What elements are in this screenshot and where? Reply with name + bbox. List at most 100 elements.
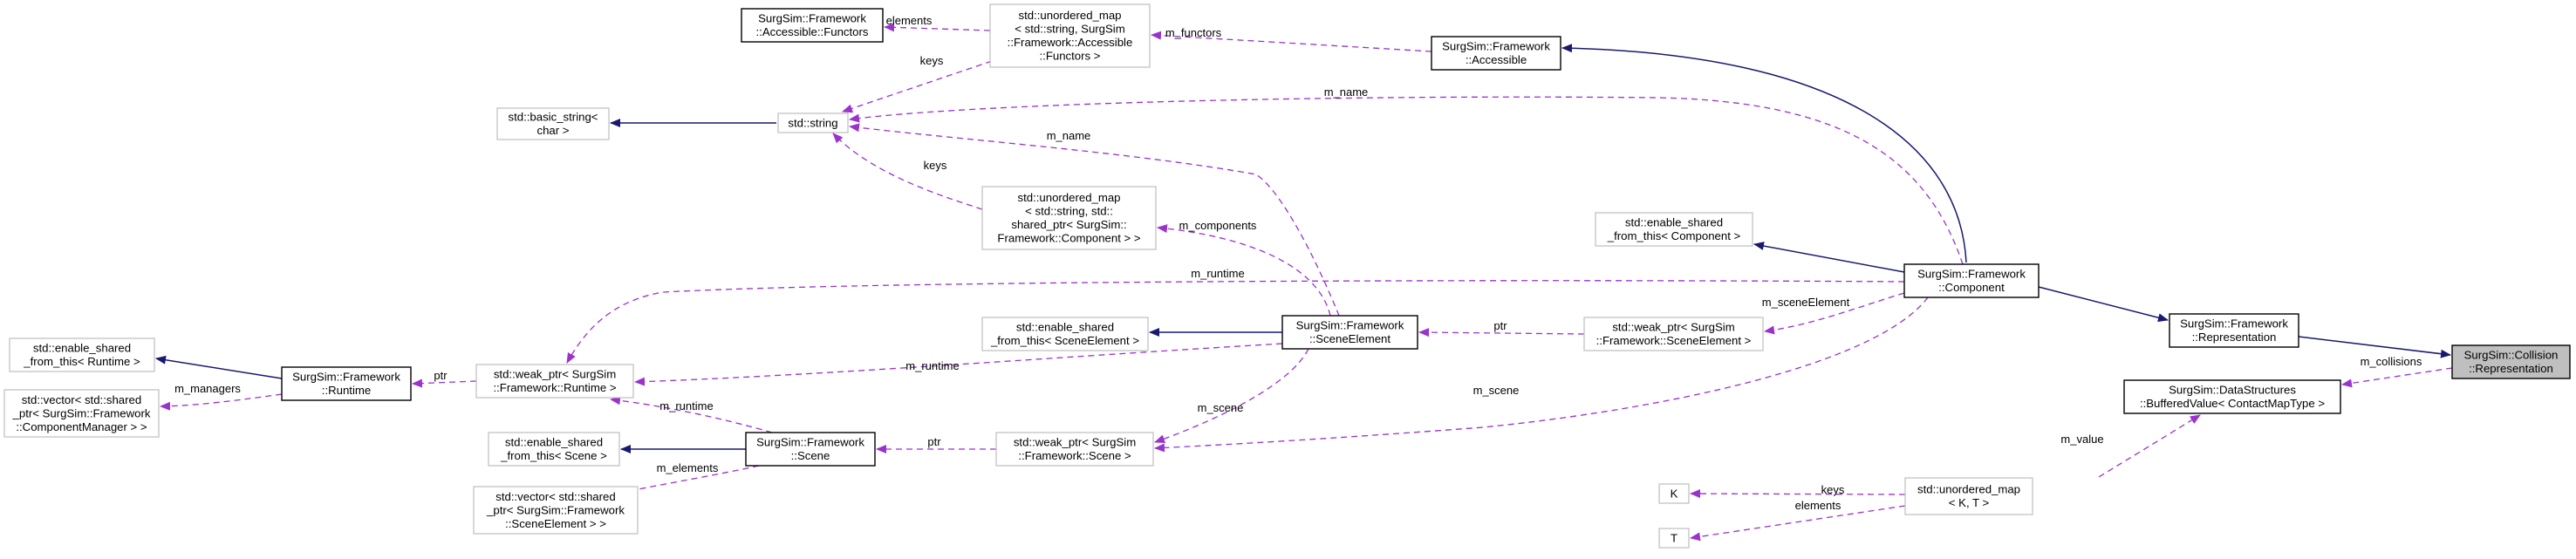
edge-e-m-scene-element: m_sceneElement xyxy=(1762,292,1905,335)
node-label-line: ::Functors > xyxy=(1040,50,1101,63)
node-label-line: std::unordered_map xyxy=(1018,9,1121,22)
node-basic-string[interactable]: std::basic_string<char > xyxy=(496,107,610,140)
usage-arrow-e-elements-t xyxy=(1690,505,1906,542)
node-functors[interactable]: SurgSim::Framework::Accessible::Functors xyxy=(741,8,884,43)
node-collision-rep[interactable]: SurgSim::Collision::Representation xyxy=(2451,344,2571,379)
node-label-line: SurgSim::Framework xyxy=(1296,319,1404,332)
node-box[interactable] xyxy=(1658,528,1690,549)
node-box[interactable] xyxy=(989,3,1151,68)
node-fw-rep[interactable]: SurgSim::Framework::Representation xyxy=(2169,313,2299,348)
node-box[interactable] xyxy=(475,364,634,399)
edge-e-m-functors: m_functors xyxy=(1151,26,1432,52)
node-box[interactable] xyxy=(981,317,1149,351)
node-box[interactable] xyxy=(981,186,1157,250)
edge-label: keys xyxy=(924,159,947,172)
node-label-line: std::vector< std::shared xyxy=(495,490,615,503)
node-label-line: _from_this< SceneElement > xyxy=(990,334,1139,347)
node-box[interactable] xyxy=(1904,477,2033,515)
node-label-line: ::Framework::Runtime > xyxy=(493,381,616,394)
node-scene[interactable]: SurgSim::Framework::Scene xyxy=(745,432,876,467)
edge-e-elements-functors: elements xyxy=(884,14,991,32)
edge-label: m_collisions xyxy=(2361,355,2422,368)
node-box[interactable] xyxy=(473,486,639,535)
node-box[interactable] xyxy=(745,432,876,467)
node-vector-elements[interactable]: std::vector< std::shared_ptr< SurgSim::F… xyxy=(473,486,639,535)
edge-e-ptr-runtime: ptr xyxy=(412,369,477,388)
node-label-line: SurgSim::Framework xyxy=(292,371,400,384)
node-label-line: ::Scene xyxy=(791,449,830,462)
node-map-components[interactable]: std::unordered_map< std::string, std::sh… xyxy=(981,186,1157,250)
edge-e-comp-fwrep xyxy=(2038,286,2169,323)
node-esft-component[interactable]: std::enable_shared_from_this< Component … xyxy=(1595,212,1753,247)
edge-e-acc-comp xyxy=(1561,44,1967,263)
edge-e-m-collisions: m_collisions xyxy=(2341,355,2453,388)
node-label-line: std::weak_ptr< SurgSim xyxy=(494,368,616,381)
node-box[interactable] xyxy=(281,366,412,401)
node-runtime[interactable]: SurgSim::Framework::Runtime xyxy=(281,366,412,401)
node-label-line: ::Accessible::Functors xyxy=(756,25,869,38)
node-esft-scene[interactable]: std::enable_shared_from_this< Scene > xyxy=(488,432,620,467)
node-box[interactable] xyxy=(777,112,849,133)
edge-label: m_name xyxy=(1324,85,1369,99)
edge-e-fwrep-colrep xyxy=(2298,336,2451,358)
inheritance-arrow-e-comp-fwrep xyxy=(2038,286,2169,323)
node-box[interactable] xyxy=(9,337,155,372)
node-box[interactable] xyxy=(1595,212,1753,247)
node-label-line: Framework::Component > > xyxy=(997,232,1140,245)
node-esft-scene-element[interactable]: std::enable_shared_from_this< SceneEleme… xyxy=(981,317,1149,351)
node-map-functors[interactable]: std::unordered_map< std::string, SurgSim… xyxy=(989,3,1151,68)
node-k[interactable]: K xyxy=(1658,483,1690,504)
usage-arrow-e-m-value xyxy=(2098,414,2201,478)
node-box[interactable] xyxy=(488,432,620,467)
edge-e-m-name-se: m_name xyxy=(849,123,1340,317)
node-box[interactable] xyxy=(1658,483,1690,504)
edge-e-elements-t: elements xyxy=(1690,499,1906,542)
edge-layer: m_collisions m_value keys elements m_functor… xyxy=(155,14,2453,542)
node-box[interactable] xyxy=(1583,317,1764,351)
node-esft-runtime[interactable]: std::enable_shared_from_this< Runtime > xyxy=(9,337,155,372)
node-t[interactable]: T xyxy=(1658,528,1690,549)
inheritance-arrow-e-acc-comp xyxy=(1561,44,1967,263)
node-box[interactable] xyxy=(3,389,160,438)
node-box[interactable] xyxy=(741,8,884,43)
node-label-line: std::unordered_map xyxy=(1917,483,2020,496)
node-box[interactable] xyxy=(496,107,610,140)
node-label-line: std::weak_ptr< SurgSim xyxy=(1014,436,1136,449)
edge-e-m-runtime-comp: m_runtime xyxy=(566,267,1905,364)
node-vector-managers[interactable]: std::vector< std::shared_ptr< SurgSim::F… xyxy=(3,389,160,438)
edge-label: m_value xyxy=(2060,433,2103,446)
node-weak-scene-element[interactable]: std::weak_ptr< SurgSim::Framework::Scene… xyxy=(1583,317,1764,351)
node-accessible[interactable]: SurgSim::Framework::Accessible xyxy=(1431,36,1561,71)
node-box[interactable] xyxy=(1431,36,1561,71)
node-box[interactable] xyxy=(2451,344,2571,379)
edge-e-m-managers: m_managers xyxy=(160,382,283,411)
inheritance-arrow-e-fwrep-colrep xyxy=(2298,336,2451,358)
node-weak-scene[interactable]: std::weak_ptr< SurgSim::Framework::Scene… xyxy=(995,432,1154,467)
edge-e-m-scene-comp: m_scene xyxy=(1154,297,1929,453)
node-label-line: _ptr< SurgSim::Framework xyxy=(486,503,625,516)
node-box[interactable] xyxy=(2169,313,2299,348)
edge-label: m_name xyxy=(1047,129,1091,142)
node-buffered-value[interactable]: SurgSim::DataStructures::BufferedValue< … xyxy=(2123,379,2341,414)
edge-e-m-components: m_components xyxy=(1157,219,1331,317)
edge-e-m-value: m_value xyxy=(2060,414,2201,478)
node-box[interactable] xyxy=(1903,263,2040,298)
node-scene-element[interactable]: SurgSim::Framework::SceneElement xyxy=(1281,315,1418,350)
node-box[interactable] xyxy=(1281,315,1418,350)
node-weak-runtime[interactable]: std::weak_ptr< SurgSim::Framework::Runti… xyxy=(475,364,634,399)
edge-label: elements xyxy=(1795,499,1841,512)
node-label-line: SurgSim::DataStructures xyxy=(2169,384,2296,397)
usage-arrow-e-m-components xyxy=(1157,224,1331,317)
node-map-kt[interactable]: std::unordered_map< K, T > xyxy=(1904,477,2033,515)
usage-arrow-e-m-managers xyxy=(160,393,283,411)
node-string[interactable]: std::string xyxy=(777,112,849,133)
node-label-line: T xyxy=(1671,531,1677,544)
node-label-line: std::enable_shared xyxy=(1016,321,1114,334)
node-box[interactable] xyxy=(2123,379,2341,414)
node-box[interactable] xyxy=(995,432,1154,467)
node-component[interactable]: SurgSim::Framework::Component xyxy=(1903,263,2040,298)
usage-arrow-e-m-name-comp xyxy=(849,96,1964,265)
edge-label: m_functors xyxy=(1165,26,1222,39)
node-label-line: _from_this< Scene > xyxy=(500,449,607,462)
usage-arrow-e-ptr-runtime xyxy=(412,378,477,388)
